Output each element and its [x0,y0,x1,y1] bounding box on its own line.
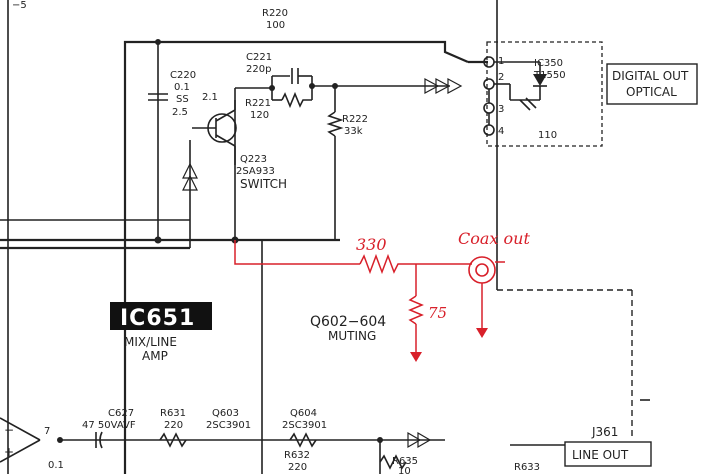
label-c627-val: 47 50VAVF [82,420,136,431]
label-q223: Q223 [240,154,267,165]
label-c627: C627 [108,408,134,419]
label-ic350-num: 110 [538,130,557,141]
label-r635: R635 [392,456,418,467]
label-q603-part: 2SC3901 [206,420,251,431]
label-pin1: 1 [498,56,504,67]
signal-arrows [182,77,463,449]
label-r631-val: 220 [164,420,183,431]
label-mixline-2: AMP [142,349,168,363]
label-c221-val: 220p [246,64,271,75]
label-q223-fn: SWITCH [240,177,287,191]
label-ic350: IC350 [534,58,563,69]
label-j361: J361 [591,425,618,439]
label-pin3: 3 [498,104,504,115]
label-ic651: IC651 [120,306,195,331]
label-r635-val: 10 [398,466,411,474]
label-voltage-2-5: 2.5 [172,107,188,118]
label-ic350-part: T1550 [533,70,566,81]
label-q604-part: 2SC3901 [282,420,327,431]
ic350-optical-module [483,41,603,147]
black-wiring [0,0,650,474]
label-voltage-2-1: 2.1 [202,92,218,103]
label-pin4: 4 [498,126,504,137]
label-r633: R633 [514,462,540,473]
label-r222: R222 [342,114,368,125]
annotation-r330: 330 [356,235,387,254]
ic651-badge [110,302,212,330]
text-labels: −5 R220 100 C221 220p C220 0.1 SS 2.1 2.… [4,0,689,474]
label-digital-out-1: DIGITAL OUT [612,69,689,83]
red-annotations [234,240,505,362]
annotation-coax-out: Coax out [458,229,530,248]
label-muting: MUTING [328,329,376,343]
label-c220: C220 [170,70,196,81]
label-voltage-0-1: 0.1 [48,460,64,471]
label-r632-val: 220 [288,462,307,473]
label-c220-val2: SS [176,94,189,105]
annotation-r75: 75 [428,304,447,322]
label-q223-part: 2SA933 [236,166,275,177]
label-pin2: 2 [498,72,504,83]
label-mixline-1: MIX/LINE [124,335,177,349]
label-top-left: −5 [12,0,27,11]
label-r631: R631 [160,408,186,419]
label-r221: R221 [245,98,271,109]
label-line-out: LINE OUT [572,448,629,462]
label-r220: R220 [262,8,288,19]
handwritten-annotations: 330 75 Coax out [356,229,530,322]
label-c221: C221 [246,52,272,63]
label-q602: Q602−604 [310,314,386,330]
line-out-box [564,441,652,467]
label-r222-val: 33k [344,126,363,137]
label-q603: Q603 [212,408,239,419]
label-opamp-pin7: 7 [44,426,50,437]
label-opamp-plus: + [4,445,14,459]
label-opamp-minus: − [4,423,14,437]
label-q604: Q604 [290,408,317,419]
label-r221-val: 120 [250,110,269,121]
label-digital-out-2: OPTICAL [626,85,677,99]
digital-out-box [606,63,698,105]
label-c220-val1: 0.1 [174,82,190,93]
label-r220-val: 100 [266,20,285,31]
label-r632: R632 [284,450,310,461]
